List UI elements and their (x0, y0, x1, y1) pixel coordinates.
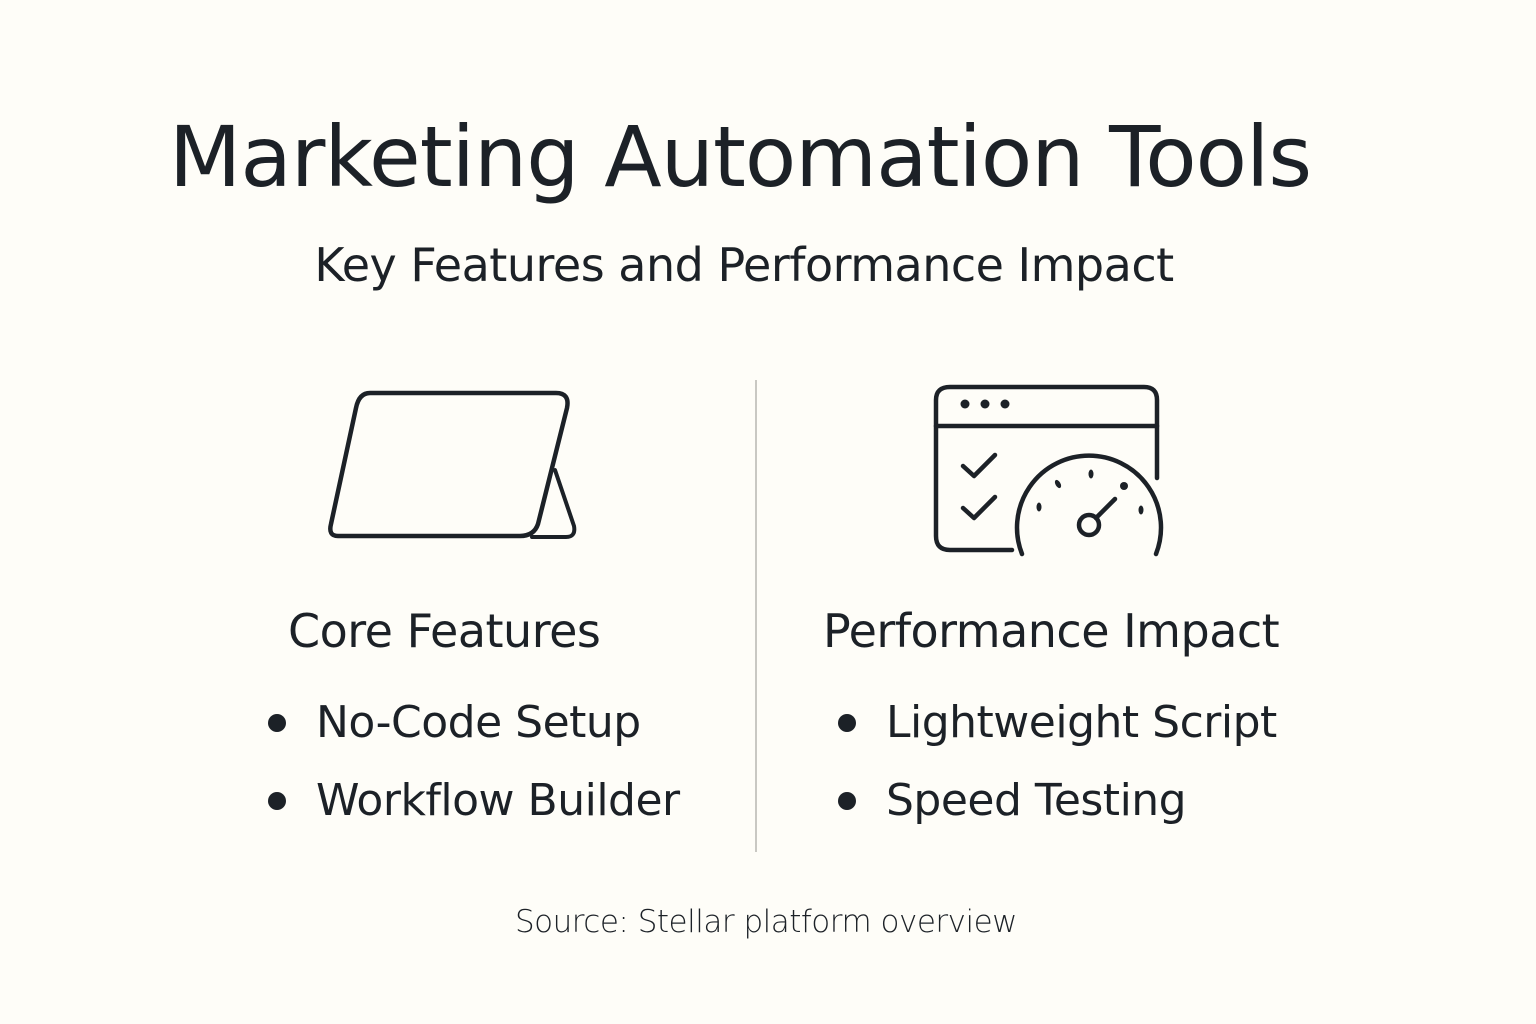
page-title: Marketing Automation Tools (168, 108, 1312, 206)
performance-impact-heading: Performance Impact (823, 604, 1280, 658)
list-item: Speed Testing (838, 774, 1277, 852)
list-item: No-Code Setup (268, 696, 680, 774)
core-features-list: No-Code Setup Workflow Builder (268, 696, 680, 852)
bullet-icon (838, 792, 856, 810)
list-item: Lightweight Script (838, 696, 1277, 774)
core-features-heading: Core Features (288, 604, 601, 658)
bullet-icon (268, 792, 286, 810)
browser-speedometer-icon (933, 384, 1164, 557)
list-item: Workflow Builder (268, 774, 680, 852)
bullet-icon (838, 714, 856, 732)
column-divider (755, 380, 757, 852)
page-subtitle: Key Features and Performance Impact (314, 238, 1174, 292)
performance-impact-list: Lightweight Script Speed Testing (838, 696, 1277, 852)
bullet-icon (268, 714, 286, 732)
tablet-icon (328, 390, 577, 539)
source-note: Source: Stellar platform overview (514, 904, 1018, 940)
